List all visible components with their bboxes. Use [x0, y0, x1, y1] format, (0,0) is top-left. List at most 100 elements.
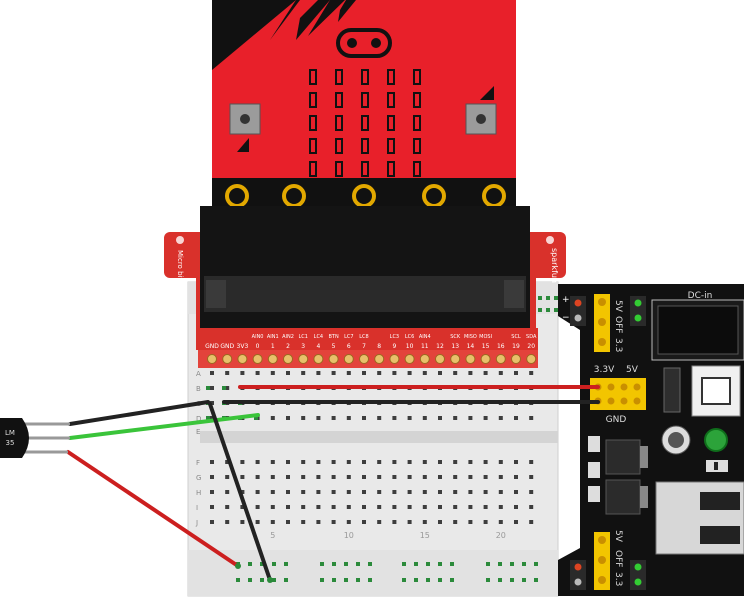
pin-label: 9 — [392, 343, 396, 350]
led — [361, 92, 369, 108]
breadboard-hole — [331, 416, 336, 420]
row-letter: H — [196, 489, 201, 497]
breadboard-hole — [422, 475, 427, 479]
pin-label: 12 — [436, 343, 444, 350]
rail-hole — [260, 578, 264, 582]
breadboard-hole — [438, 520, 442, 524]
wire-green-signal[interactable] — [68, 413, 260, 440]
rail-hole — [510, 578, 514, 582]
transistor-component — [663, 367, 681, 413]
rail-hole — [260, 562, 264, 566]
rail-hole — [368, 562, 372, 566]
breadboard-hole — [301, 475, 306, 479]
led — [361, 138, 369, 154]
led — [361, 69, 369, 85]
breadboard-hole — [225, 520, 230, 524]
column-number: 15 — [420, 531, 430, 540]
rail-hole — [522, 578, 526, 582]
led — [413, 138, 421, 154]
led — [361, 115, 369, 131]
pin-sublabel: LC3 — [390, 334, 399, 340]
rail-hole — [546, 296, 550, 300]
breadboard-hole — [529, 520, 534, 524]
breadboard-hole — [453, 520, 458, 524]
breadboard-hole — [301, 490, 306, 494]
breadboard-hole — [453, 416, 458, 420]
breadboard-hole — [514, 475, 518, 479]
breadboard-hole — [301, 371, 306, 375]
output-label-5v: 5V — [626, 365, 639, 375]
rail-hole — [438, 562, 442, 566]
column-number: 10 — [344, 531, 354, 540]
pin-label: 5 — [332, 343, 336, 350]
pin-sublabel: SCL — [511, 334, 521, 340]
breadboard-hole — [392, 475, 397, 479]
usb-port[interactable] — [655, 481, 744, 555]
polarity-minus-label: − — [562, 313, 570, 323]
breadboard-hole — [514, 505, 518, 509]
breadboard-hole — [210, 520, 214, 524]
breadboard-hole — [514, 490, 518, 494]
button-a[interactable] — [229, 103, 261, 135]
wire-black-sensor-gnd[interactable] — [68, 400, 210, 426]
breadboard-hole — [270, 505, 275, 509]
output-header — [590, 378, 646, 410]
breadboard-hole — [483, 460, 488, 464]
breadboard-hole — [468, 505, 473, 509]
breadboard-hole — [316, 371, 321, 375]
breadboard-hole — [286, 505, 290, 509]
header-pin — [207, 354, 217, 364]
breadboard-hole — [392, 416, 397, 420]
breadboard-hole — [210, 460, 214, 464]
breadboard-hole — [346, 371, 351, 375]
gnd-label: GND — [606, 415, 627, 425]
breadboard-hole — [377, 475, 382, 479]
breadboard-hole — [240, 371, 245, 375]
rail-hole — [534, 562, 538, 566]
rail-hole — [272, 578, 276, 582]
top-jumper-label-off: OFF — [613, 316, 623, 333]
breadboard-hole — [483, 520, 488, 524]
breadboard-hole — [438, 371, 442, 375]
breadboard-hole — [331, 460, 336, 464]
wire-black-rail-jumper[interactable] — [208, 402, 272, 582]
rail-hole — [546, 308, 550, 312]
bottom-polarity-pins — [570, 560, 646, 590]
top-voltage-jumper[interactable] — [594, 294, 610, 352]
pin-sublabel: MOSI — [479, 334, 492, 340]
microbit-board — [212, 0, 516, 212]
breadboard-hole — [331, 371, 336, 375]
power-switch[interactable] — [691, 365, 741, 417]
pin-sublabel: LC7 — [344, 334, 353, 340]
header-pin — [252, 354, 263, 364]
breadboard-hole — [362, 505, 366, 509]
pin-label: GND — [220, 343, 234, 350]
breadboard-hole — [392, 371, 397, 375]
led-matrix — [309, 69, 421, 177]
rail-hole — [356, 578, 360, 582]
breadboard-hole — [316, 416, 321, 420]
breadboard-hole — [483, 416, 488, 420]
pin-sublabel: BTN — [328, 334, 338, 340]
breadboard-hole — [346, 505, 351, 509]
breadboard-hole — [240, 460, 245, 464]
led — [309, 69, 317, 85]
wire-red-sensor-power[interactable] — [66, 450, 240, 568]
pin-label: 10 — [406, 343, 414, 350]
row-letter: J — [195, 519, 198, 527]
breadboard-hole — [498, 520, 503, 524]
header-pin — [222, 354, 233, 364]
pin-label: 3V3 — [237, 343, 249, 350]
button-b[interactable] — [465, 103, 497, 135]
breadboard-hole — [453, 460, 458, 464]
breadboard-hole — [392, 520, 397, 524]
breadboard-hole — [529, 505, 534, 509]
pin-label: 13 — [451, 343, 459, 350]
sensor-text-line1: LM — [5, 429, 15, 437]
header-pin — [465, 354, 476, 364]
breadboard-hole — [255, 520, 260, 524]
bottom-voltage-jumper[interactable] — [594, 532, 610, 590]
pin-label: 3 — [301, 343, 305, 350]
